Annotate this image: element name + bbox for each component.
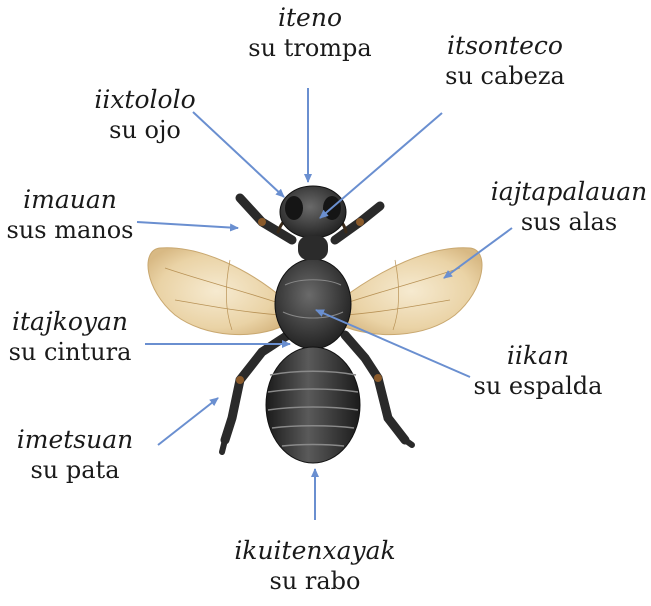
arrow-pata xyxy=(158,398,218,445)
label-trompa-native: iteno xyxy=(235,2,385,33)
label-alas-es: sus alas xyxy=(487,207,651,237)
label-espalda-es: su espalda xyxy=(463,371,613,401)
bee-abdomen xyxy=(266,347,360,463)
label-manos: imauan sus manos xyxy=(0,184,140,245)
arrow-manos xyxy=(137,222,238,228)
label-cabeza: itsonteco su cabeza xyxy=(420,30,590,91)
right-wing xyxy=(340,248,482,335)
label-rabo-native: ikuitenxayak xyxy=(225,535,405,566)
label-manos-native: imauan xyxy=(0,184,140,215)
label-manos-es: sus manos xyxy=(0,215,140,245)
label-alas-native: iajtapalauan xyxy=(487,176,651,207)
label-pata: imetsuan su pata xyxy=(0,424,150,485)
label-pata-native: imetsuan xyxy=(0,424,150,455)
label-ojo-es: su ojo xyxy=(75,115,215,145)
label-trompa: iteno su trompa xyxy=(235,2,385,63)
label-ojo: iixtololo su ojo xyxy=(75,84,215,145)
left-eye xyxy=(285,196,303,220)
label-ojo-native: iixtololo xyxy=(75,84,215,115)
label-espalda: iikan su espalda xyxy=(463,340,613,401)
label-cabeza-es: su cabeza xyxy=(420,61,590,91)
label-trompa-es: su trompa xyxy=(235,33,385,63)
label-rabo-es: su rabo xyxy=(225,566,405,596)
label-rabo: ikuitenxayak su rabo xyxy=(225,535,405,596)
label-pata-es: su pata xyxy=(0,455,150,485)
label-cintura-native: itajkoyan xyxy=(0,306,140,337)
bee-neck xyxy=(298,236,328,260)
label-alas: iajtapalauan sus alas xyxy=(487,176,651,237)
left-wing xyxy=(148,248,285,335)
label-cintura-es: su cintura xyxy=(0,337,140,367)
bee-thorax xyxy=(275,259,351,349)
label-cintura: itajkoyan su cintura xyxy=(0,306,140,367)
label-cabeza-native: itsonteco xyxy=(420,30,590,61)
label-espalda-native: iikan xyxy=(463,340,613,371)
